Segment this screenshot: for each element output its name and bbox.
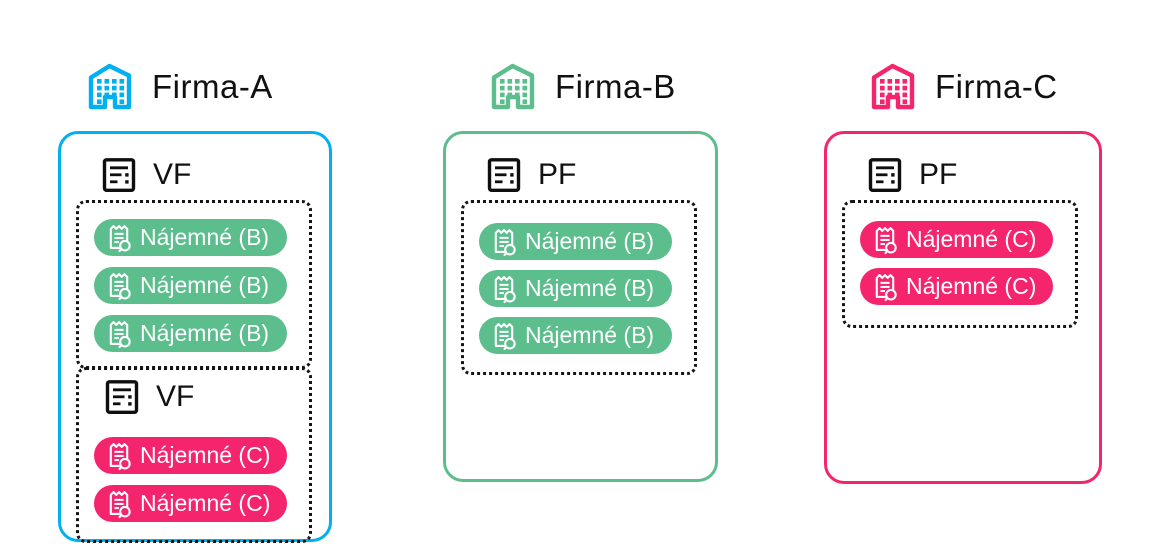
company-header: Firma-C — [824, 60, 1102, 112]
invoice-item: Nájemné (C) — [94, 485, 287, 522]
invoice-type-label: PF — [919, 158, 958, 191]
invoice-item-label: Nájemné (B) — [140, 224, 270, 250]
invoice-group: VF Nájemné (C) — [61, 367, 329, 543]
invoice-type-row: VF — [103, 378, 309, 416]
invoice-item: Nájemné (B) — [94, 219, 287, 256]
invoice-type-label: PF — [538, 158, 577, 191]
receipt-search-icon — [872, 224, 898, 255]
invoice-document-icon — [485, 156, 523, 194]
receipt-search-icon — [491, 273, 517, 304]
receipt-search-icon — [106, 222, 132, 253]
company-header: Firma-A — [58, 60, 332, 112]
invoice-batch-box: Nájemné (B) Nájemné (B) — [461, 200, 697, 375]
company-card-firma-b: PF Nájemné (B) — [443, 131, 718, 482]
invoice-item: Nájemné (B) — [479, 317, 672, 354]
invoice-type-row: VF — [100, 156, 329, 194]
company-firma-a: Firma-A VF — [58, 60, 332, 543]
invoice-document-icon — [866, 156, 904, 194]
receipt-search-icon — [491, 320, 517, 351]
invoice-item: Nájemné (C) — [94, 437, 287, 474]
receipt-search-icon — [106, 488, 132, 519]
invoice-item-label: Nájemné (C) — [906, 226, 1037, 252]
invoice-item-label: Nájemné (B) — [525, 228, 655, 254]
building-icon — [867, 60, 919, 112]
invoice-type-label: VF — [156, 380, 195, 413]
invoice-document-icon — [103, 378, 141, 416]
invoice-type-row: PF — [485, 156, 715, 194]
invoice-item: Nájemné (C) — [860, 221, 1053, 258]
invoice-item-label: Nájemné (C) — [140, 490, 271, 516]
invoice-group: PF Nájemné (B) — [446, 156, 715, 375]
receipt-search-icon — [491, 226, 517, 257]
invoice-type-label: VF — [153, 158, 192, 191]
company-card-firma-c: PF Nájemné (C) — [824, 131, 1102, 484]
building-icon — [487, 60, 539, 112]
invoice-type-row: PF — [866, 156, 1099, 194]
invoice-batch-box: Nájemné (B) Nájemné (B) — [76, 200, 312, 369]
invoice-batch-box: Nájemné (C) Nájemné (C) — [842, 200, 1078, 328]
invoice-item: Nájemné (C) — [860, 268, 1053, 305]
invoice-item-label: Nájemné (B) — [140, 272, 270, 298]
invoice-group: PF Nájemné (C) — [827, 156, 1099, 328]
invoice-document-icon — [100, 156, 138, 194]
receipt-search-icon — [872, 271, 898, 302]
invoice-item: Nájemné (B) — [479, 223, 672, 260]
invoice-item-label: Nájemné (B) — [140, 320, 270, 346]
invoice-item-label: Nájemné (B) — [525, 275, 655, 301]
building-icon — [84, 60, 136, 112]
invoice-item: Nájemné (B) — [479, 270, 672, 307]
company-firma-c: Firma-C PF — [824, 60, 1102, 484]
receipt-search-icon — [106, 440, 132, 471]
invoice-item-label: Nájemné (C) — [140, 442, 271, 468]
company-header: Firma-B — [443, 60, 718, 112]
invoice-item-label: Nájemné (C) — [906, 273, 1037, 299]
company-firma-b: Firma-B PF — [443, 60, 718, 482]
invoice-group: VF Nájemné (B) — [61, 156, 329, 369]
invoice-batch-box: VF Nájemné (C) — [76, 367, 312, 543]
company-card-firma-a: VF Nájemné (B) — [58, 131, 332, 543]
receipt-search-icon — [106, 318, 132, 349]
invoice-item-label: Nájemné (B) — [525, 322, 655, 348]
company-name: Firma-C — [935, 67, 1058, 105]
receipt-search-icon — [106, 270, 132, 301]
company-name: Firma-B — [555, 67, 676, 105]
company-name: Firma-A — [152, 67, 273, 105]
invoice-item: Nájemné (B) — [94, 267, 287, 304]
invoice-item: Nájemné (B) — [94, 315, 287, 352]
